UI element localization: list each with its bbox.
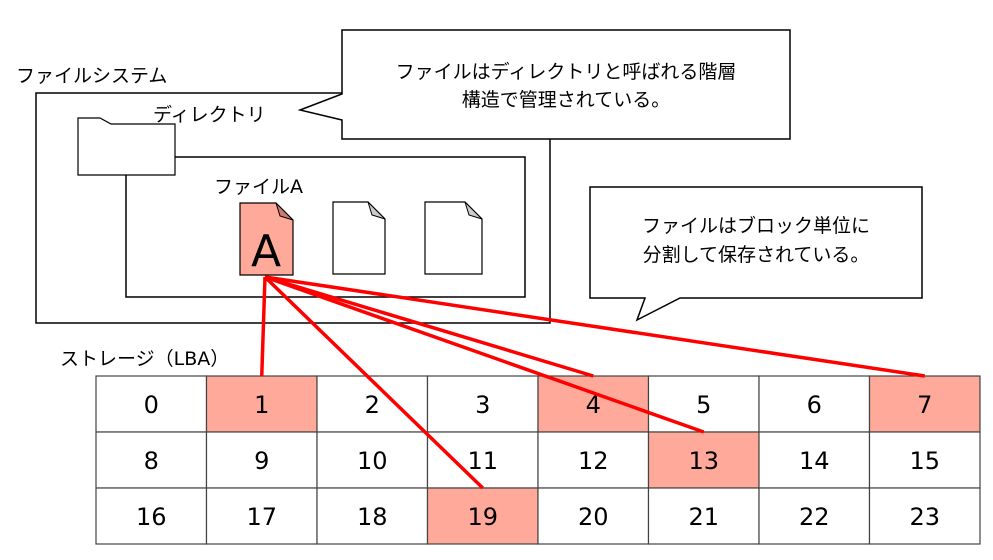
block-number: 15 xyxy=(909,447,940,475)
storage-block xyxy=(95,487,208,545)
callout-text: 分割して保存されている。 xyxy=(643,244,870,266)
block-number: 9 xyxy=(254,447,269,475)
block-number: 4 xyxy=(586,391,601,419)
block-link-line xyxy=(264,275,594,378)
storage-block xyxy=(758,375,871,433)
directory-callout: ファイルはディレクトリと呼ばれる階層 構造で管理されている。 xyxy=(297,29,791,140)
storage-block xyxy=(647,375,760,433)
block-number: 20 xyxy=(578,503,609,531)
storage-block xyxy=(537,431,650,489)
storage-label: ストレージ（LBA） xyxy=(60,348,229,370)
block-number: 13 xyxy=(688,447,719,475)
block-link-line xyxy=(263,275,484,490)
block-number: 8 xyxy=(144,447,159,475)
block-number: 16 xyxy=(136,503,167,531)
block-number: 0 xyxy=(144,391,159,419)
storage-block xyxy=(205,431,318,489)
block-number: 23 xyxy=(909,503,940,531)
block-number: 3 xyxy=(475,391,490,419)
file-a-label: ファイルA xyxy=(214,176,303,198)
block-number: 1 xyxy=(254,391,269,419)
storage-block xyxy=(95,375,208,433)
block-number: 18 xyxy=(357,503,388,531)
block-number: 7 xyxy=(917,391,932,419)
block-number: 22 xyxy=(799,503,830,531)
filesystem-label: ファイルシステム xyxy=(16,65,167,87)
callout-text: ファイルはディレクトリと呼ばれる階層 xyxy=(396,61,737,83)
storage-block xyxy=(426,431,539,489)
file-a-icon: A xyxy=(239,202,294,277)
block-number: 11 xyxy=(467,447,498,475)
block-number: 14 xyxy=(799,447,830,475)
folder-icon xyxy=(77,117,176,176)
file-a-letter: A xyxy=(251,226,281,277)
storage-block xyxy=(95,431,208,489)
storage-block xyxy=(426,375,539,433)
file-icon xyxy=(332,201,386,275)
directory-label: ディレクトリ xyxy=(153,104,266,126)
block-number: 19 xyxy=(467,503,498,531)
storage-block xyxy=(868,431,981,489)
callout-text: ファイルはブロック単位に xyxy=(642,214,870,237)
block-number: 10 xyxy=(357,447,388,475)
block-link-line xyxy=(260,276,267,377)
block-link-line xyxy=(264,275,926,378)
storage-block xyxy=(868,487,981,545)
callout-text: 構造で管理されている。 xyxy=(462,89,670,111)
block-number: 17 xyxy=(246,503,277,531)
storage-block xyxy=(316,431,429,489)
block-links xyxy=(260,275,926,490)
storage-block xyxy=(758,487,871,545)
block-number: 5 xyxy=(696,391,711,419)
storage-block xyxy=(647,487,760,545)
storage-block xyxy=(426,487,539,545)
block-number: 21 xyxy=(688,503,719,531)
file-icon xyxy=(424,201,483,275)
block-callout: ファイルはブロック単位に 分割して保存されている。 xyxy=(589,186,923,322)
block-number: 6 xyxy=(807,391,822,419)
block-number: 12 xyxy=(578,447,609,475)
block-number: 2 xyxy=(365,391,380,419)
block-link-line xyxy=(264,275,705,434)
